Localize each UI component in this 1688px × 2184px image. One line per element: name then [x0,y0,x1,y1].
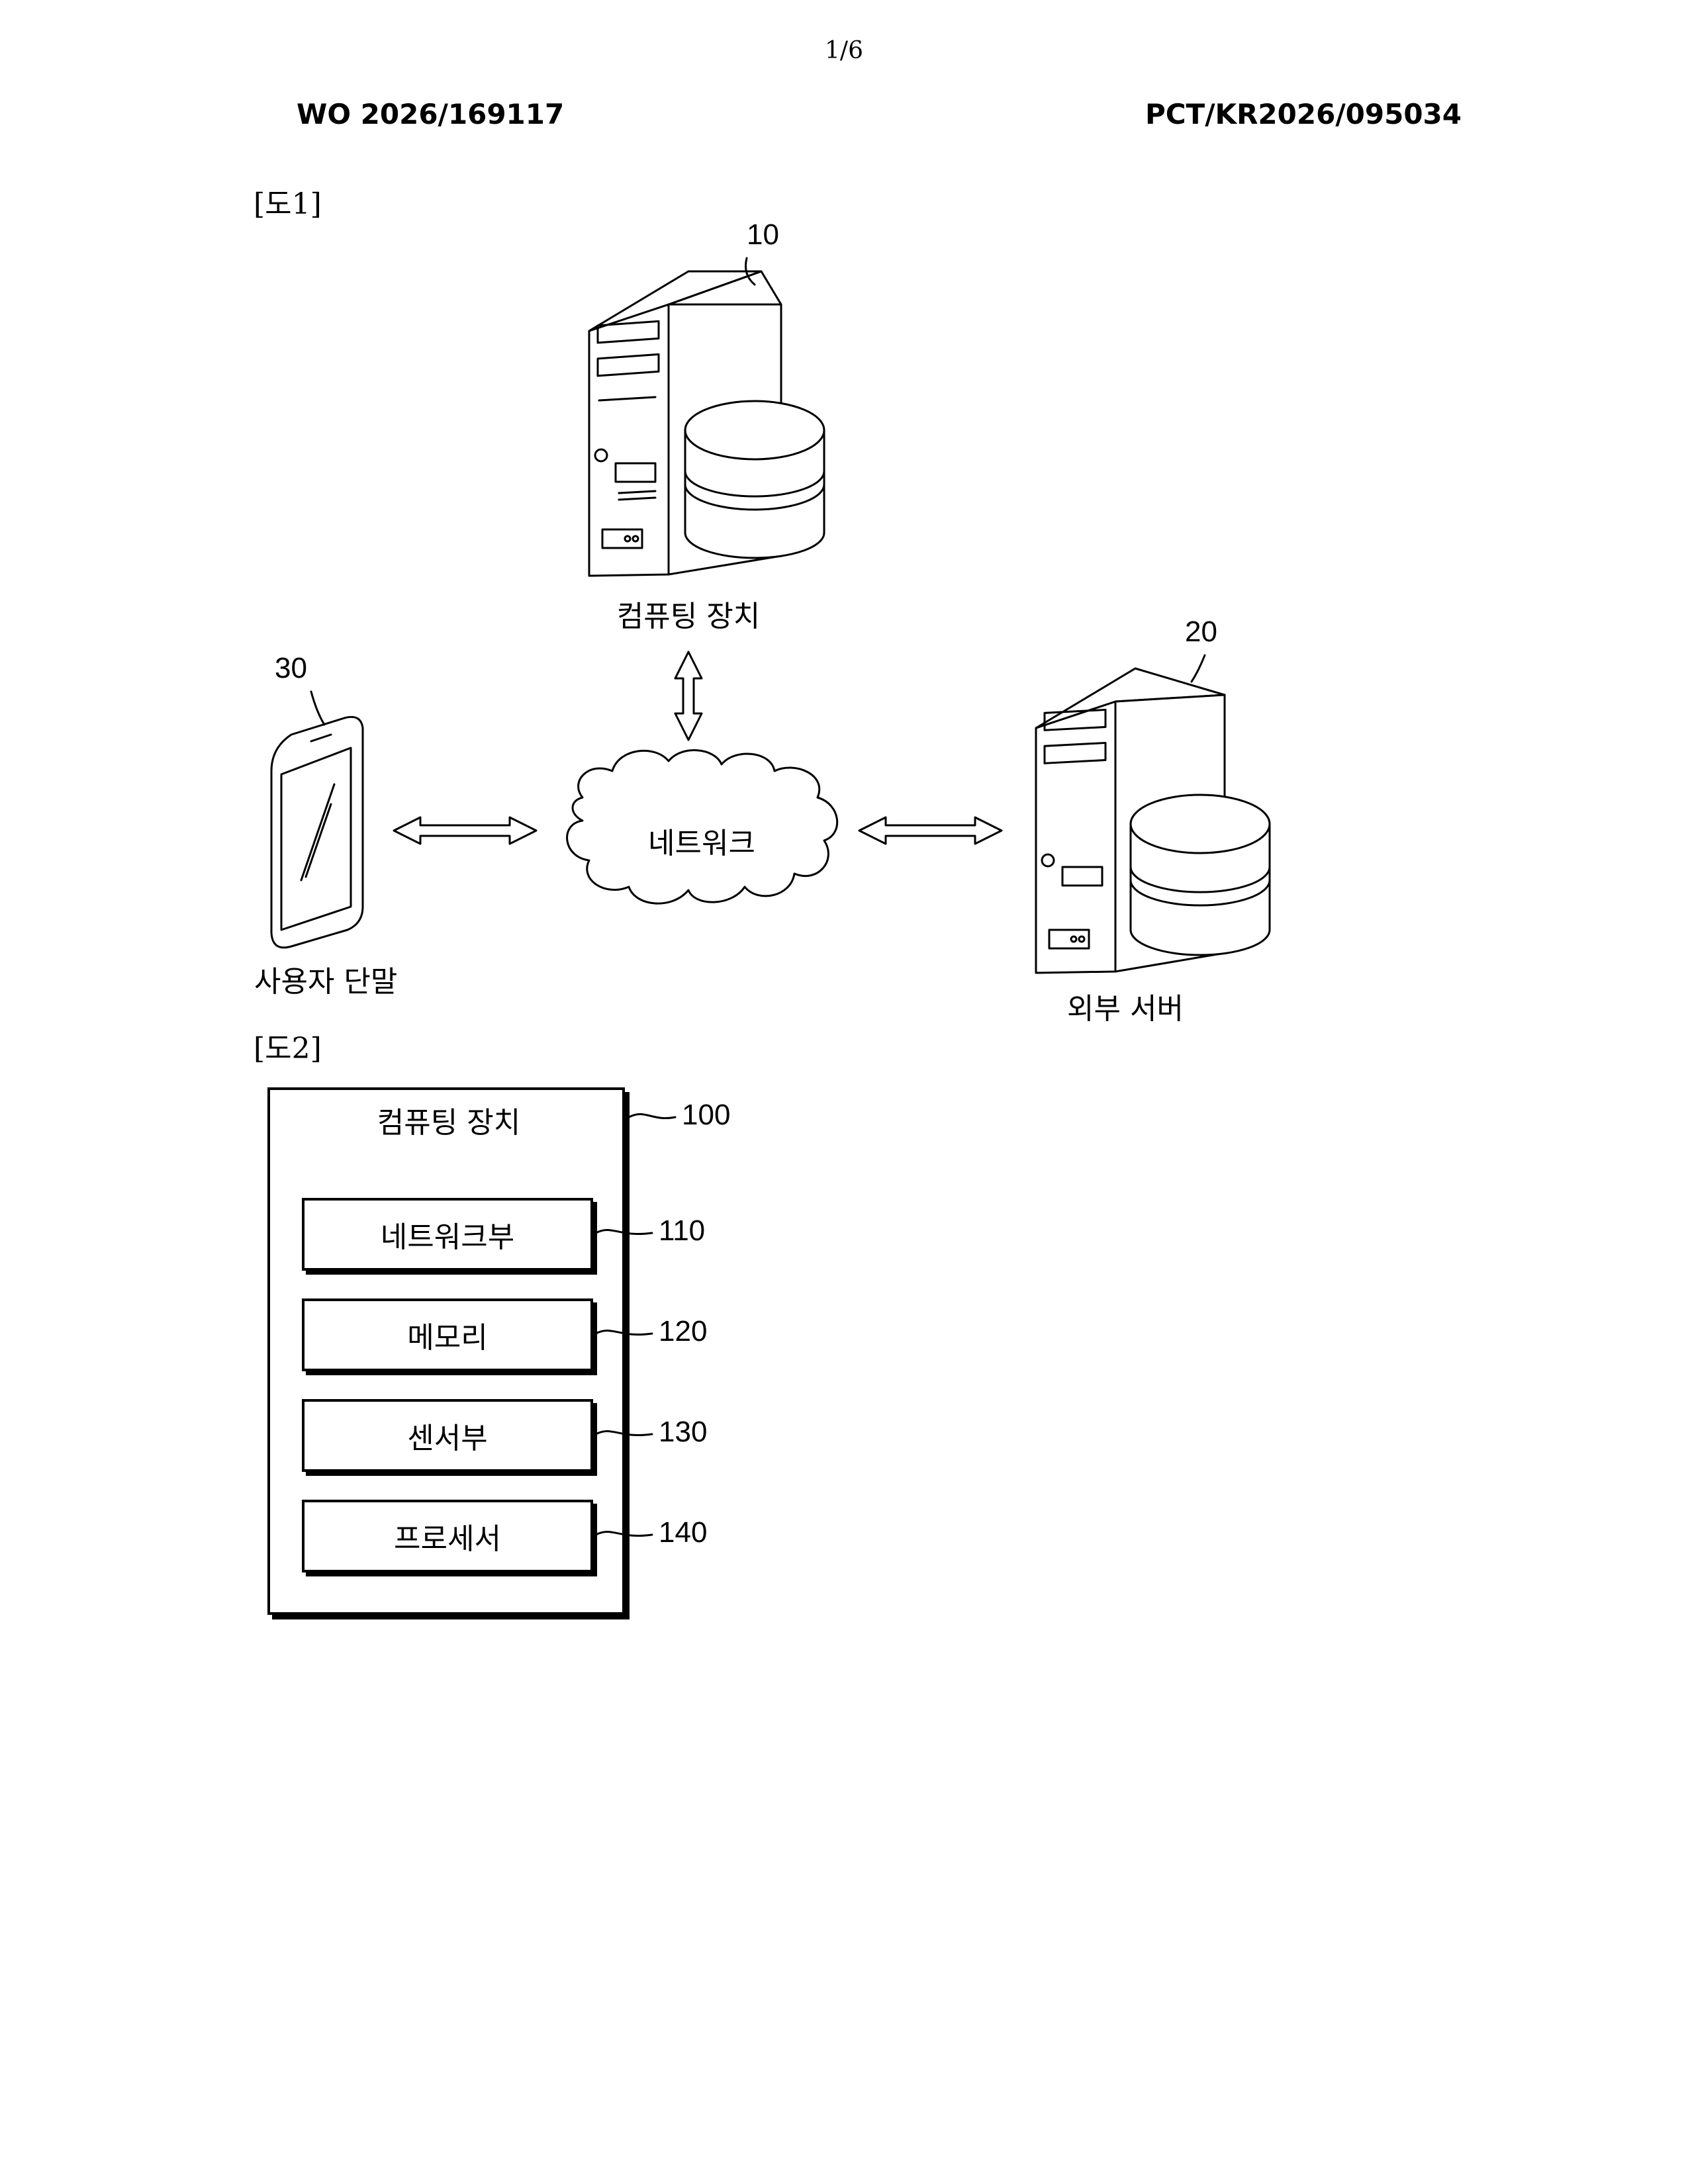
sensor-unit-ref: 130 [659,1416,707,1449]
processor-ref: 140 [659,1516,707,1549]
network-unit-ref: 110 [659,1214,705,1248]
container-ref: 100 [682,1099,730,1132]
memory-ref: 120 [659,1315,707,1348]
